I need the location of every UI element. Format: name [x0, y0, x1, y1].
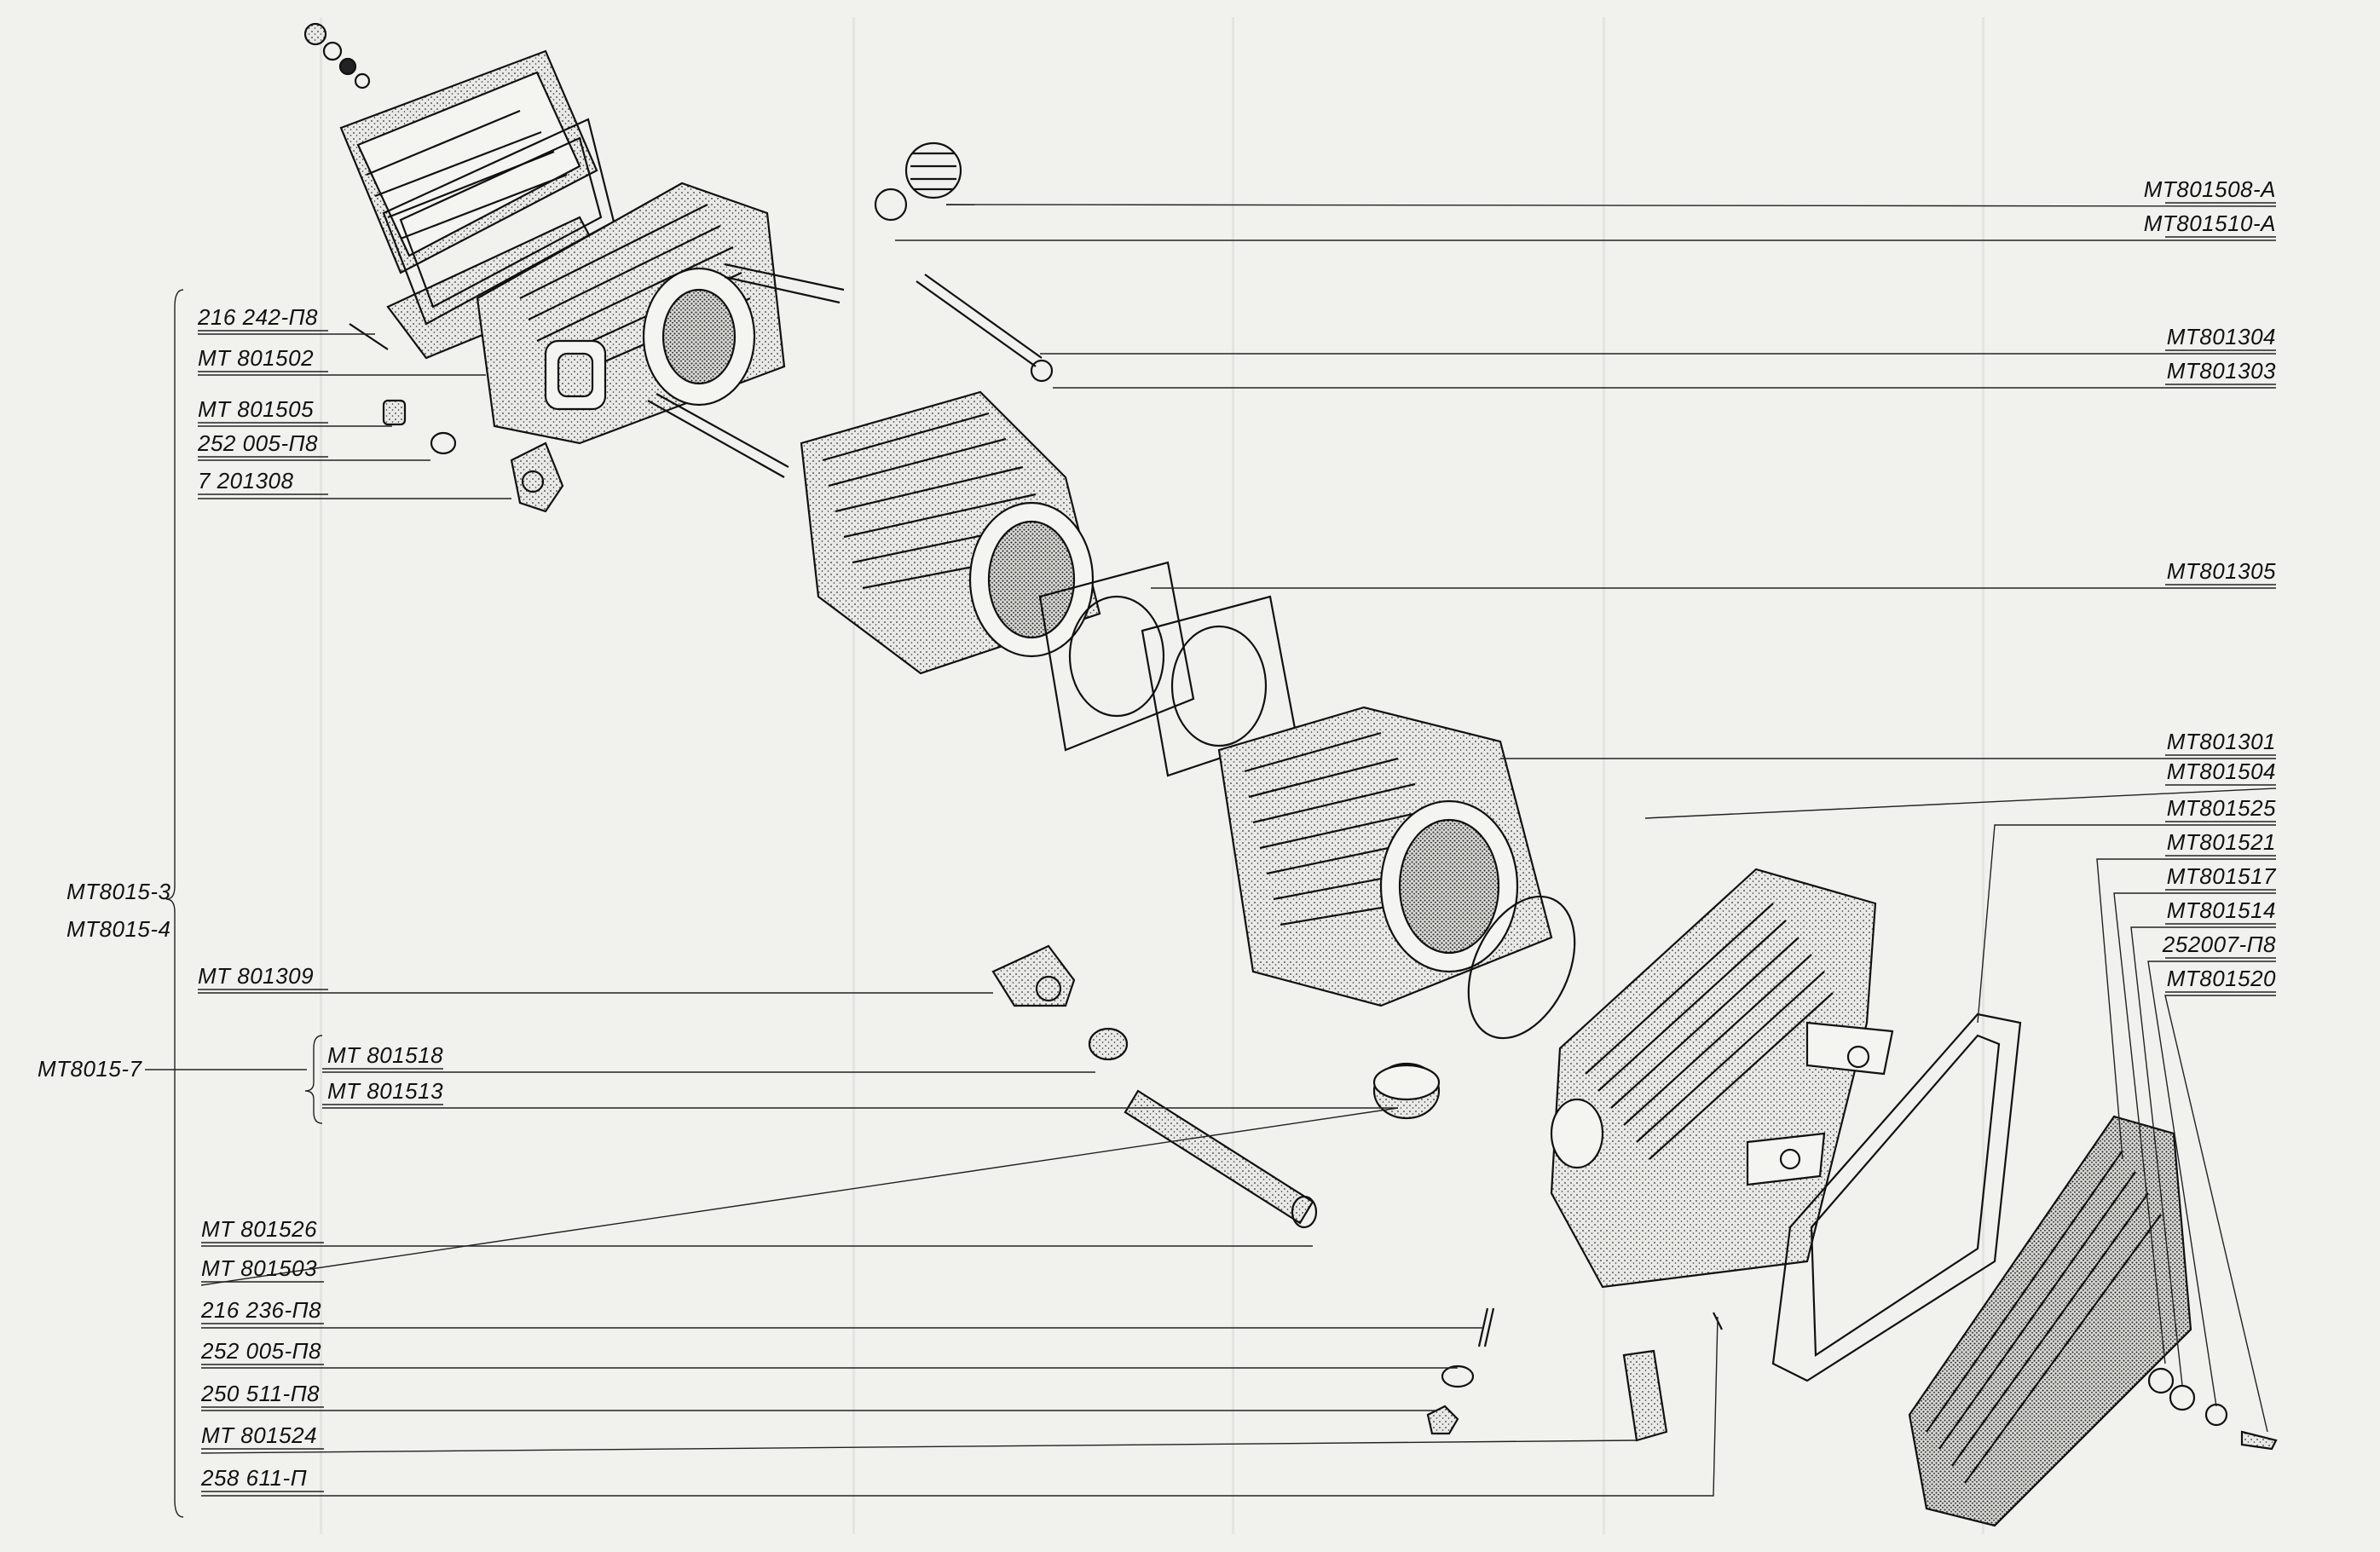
label-mt801504: МТ801504 [2166, 759, 2276, 784]
leader-lines [145, 202, 2277, 1518]
cone-nut [991, 944, 1076, 1007]
label-258611-p: 258 611-П [201, 1465, 308, 1491]
label-252007-p8: 252007-П8 [2162, 932, 2276, 957]
lower-cylinder-head [1550, 868, 1894, 1289]
label-mt801502: МТ 801502 [198, 345, 315, 371]
lower-head-cover [1908, 1115, 2192, 1527]
small-bushing [1088, 1027, 1129, 1061]
label-mt801525: МТ801525 [2166, 795, 2276, 821]
bleed-through-line [1603, 17, 1605, 1534]
label-mt801510-a: МТ801510-А [2143, 211, 2276, 236]
label-mt801518: МТ 801518 [327, 1042, 444, 1068]
label-mt801514: МТ801514 [2166, 897, 2276, 923]
label-216236-p8: 216 236-П8 [201, 1297, 321, 1323]
push-rod [916, 274, 1054, 383]
o-ring [1467, 895, 1576, 1040]
bleed-through-line [1982, 17, 1984, 1534]
label-mt801520: МТ801520 [2166, 966, 2276, 991]
label-assembly-mt8015-3: МТ8015-3 [66, 879, 171, 904]
label-252005-p8-bottom: 252 005-П8 [201, 1338, 321, 1364]
label-mt801524: МТ 801524 [201, 1422, 318, 1448]
label-252005-p8-top: 252 005-П8 [198, 430, 318, 456]
label-mt801521: МТ801521 [2166, 829, 2276, 855]
label-mt801505: МТ 801505 [198, 396, 315, 422]
bushing [1372, 1062, 1441, 1120]
upper-small-parts [303, 22, 564, 513]
label-mt801526: МТ 801526 [201, 1216, 318, 1242]
label-assembly-mt8015-4: МТ8015-4 [66, 916, 171, 942]
label-216242-p8: 216 242-П8 [198, 304, 318, 330]
label-mt801503: МТ 801503 [201, 1255, 318, 1281]
label-mt801508-a: МТ801508-А [2143, 176, 2276, 202]
upper-cylinder-gasket [1038, 561, 1195, 752]
lower-head-gasket [1771, 1013, 2022, 1382]
label-mt801304: МТ801304 [2166, 324, 2276, 349]
label-7201308: 7 201308 [198, 468, 294, 493]
upper-cylinder [800, 390, 1101, 675]
label-assembly-mt8015-7: МТ8015-7 [38, 1056, 142, 1082]
bleed-through-line [320, 17, 322, 1534]
label-mt801305: МТ801305 [2166, 558, 2276, 584]
label-250511-p8: 250 511-П8 [201, 1381, 321, 1406]
label-mt801513: МТ 801513 [327, 1078, 444, 1104]
spring-clip [874, 141, 962, 222]
label-mt801303: МТ801303 [2166, 358, 2276, 384]
upper-cylinder-head [476, 182, 786, 445]
piston-pin [1124, 1089, 1318, 1229]
lower-small-parts [1426, 1307, 2278, 1451]
label-mt801517: МТ801517 [2166, 863, 2276, 889]
upper-studs [349, 263, 845, 478]
label-mt801301: МТ801301 [2166, 729, 2276, 754]
lower-cylinder [1217, 706, 1553, 1007]
bleed-through-line [852, 17, 855, 1534]
label-mt801309: МТ 801309 [198, 963, 315, 989]
